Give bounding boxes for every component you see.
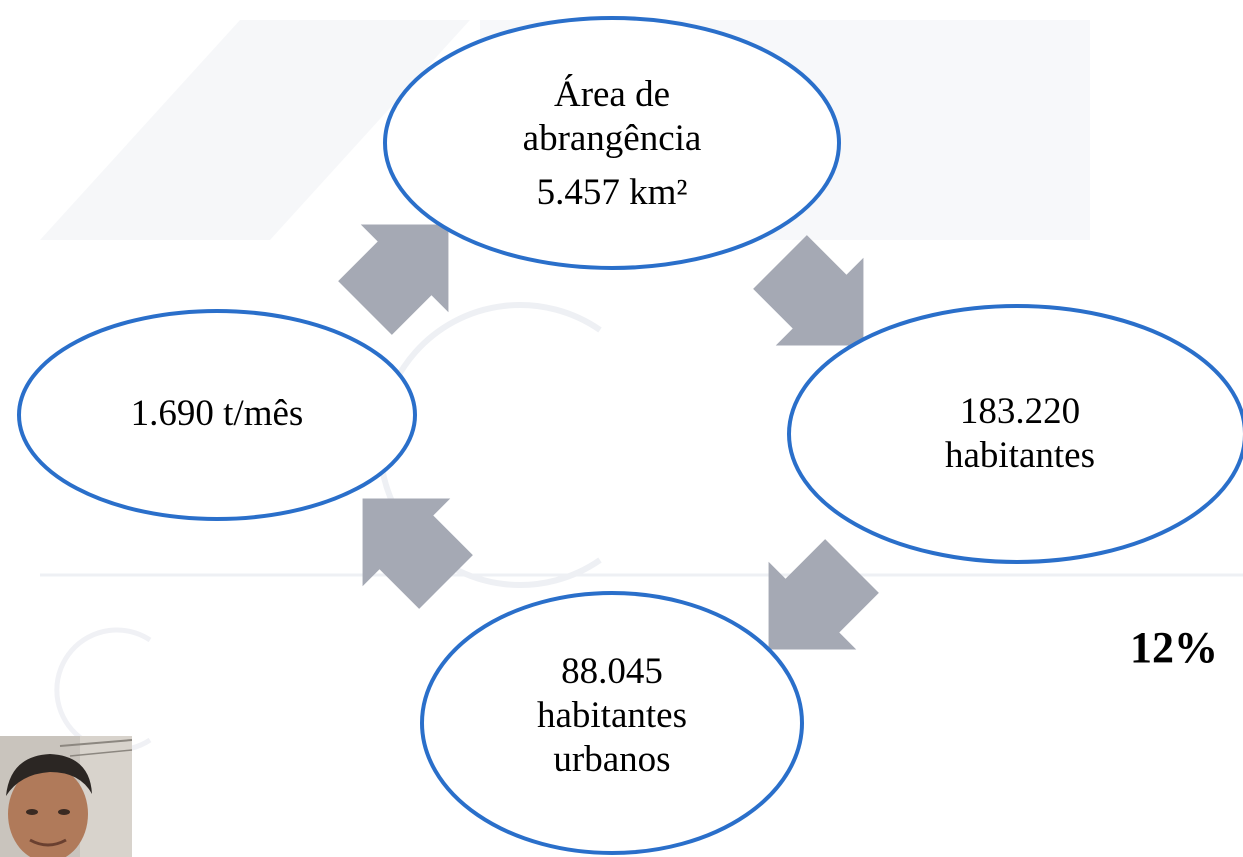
node-area-line2: abrangência — [522, 118, 702, 159]
node-area-label: Área de abrangência 5.457 km² — [452, 73, 772, 215]
arrow-waste-to-area — [338, 224, 449, 335]
cycle-arrows — [338, 224, 879, 650]
node-waste-label: 1.690 t/mês — [67, 392, 367, 436]
arrow-urban-to-waste — [362, 498, 473, 609]
node-urban — [420, 591, 804, 855]
node-urban-line2: habitantes — [536, 695, 687, 736]
node-population-line2: habitantes — [944, 435, 1095, 476]
side-percentage: 12% — [1130, 623, 1218, 672]
node-area-line3: 5.457 km² — [536, 172, 688, 213]
node-waste — [17, 309, 417, 521]
avatar — [0, 736, 132, 857]
node-urban-line3: urbanos — [553, 739, 671, 780]
node-urban-label: 88.045 habitantes urbanos — [462, 650, 762, 782]
arrow-population-to-urban — [768, 539, 879, 650]
node-waste-line1: 1.690 t/mês — [130, 393, 304, 434]
person-photo-icon — [0, 736, 132, 857]
node-population — [787, 304, 1243, 564]
node-population-line1: 183.220 — [959, 391, 1081, 432]
arrow-area-to-population — [753, 235, 864, 346]
node-area — [383, 16, 841, 270]
node-area-line1: Área de — [553, 74, 671, 115]
node-urban-line1: 88.045 — [561, 651, 663, 692]
node-population-label: 183.220 habitantes — [870, 390, 1170, 478]
